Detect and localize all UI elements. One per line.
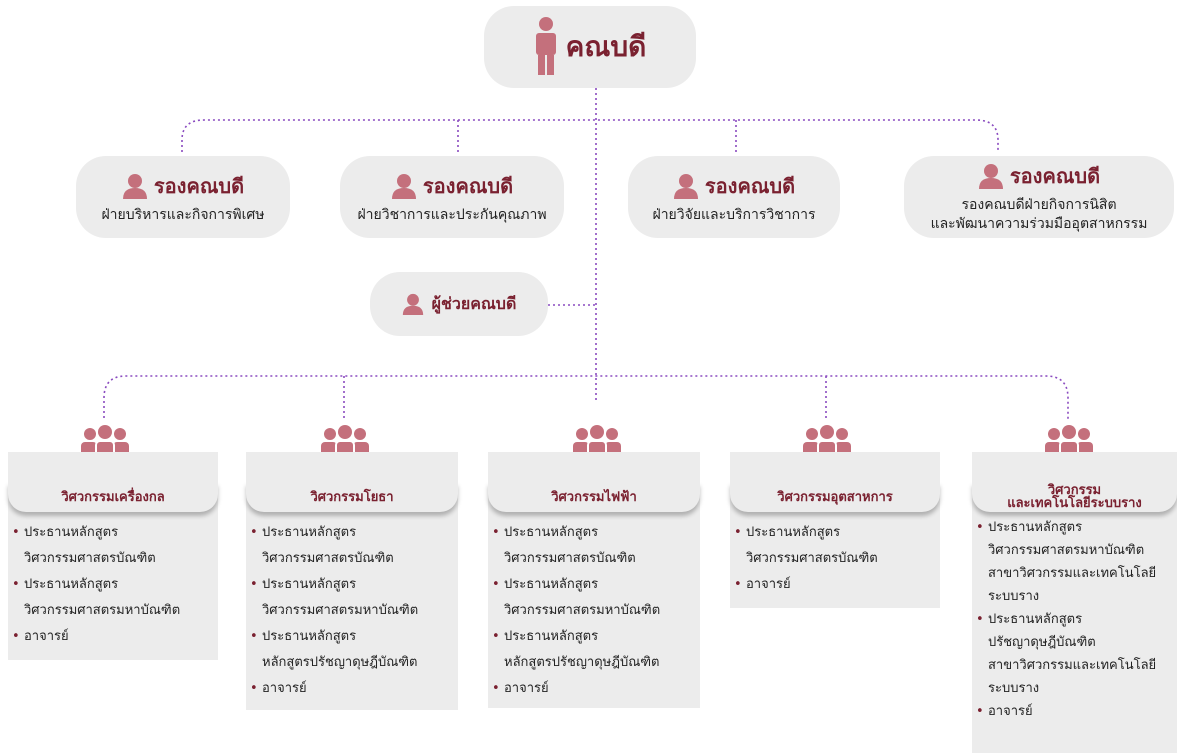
vice-dean-title: รองคณบดี (1009, 164, 1101, 188)
list-item: ประธานหลักสูตร วิศวกรรมศาสตรมหาบัณฑิต (250, 572, 456, 624)
vice-dean-title: รองคณบดี (422, 173, 514, 198)
list-item: ประธานหลักสูตร วิศวกรรมศาสตรบัณฑิต (734, 520, 938, 572)
vice-dean-box: รองคณบดี ฝ่ายวิชาการและประกันคุณภาพ (340, 156, 564, 238)
department-name: วิศวกรรมไฟฟ้า (551, 489, 637, 505)
person-bust-icon (673, 173, 698, 199)
department-name: วิศวกรรม และเทคโนโลยีระบบราง (1007, 483, 1142, 511)
person-bust-icon (978, 164, 1003, 189)
department-role-list: ประธานหลักสูตร วิศวกรรมศาสตรบัณฑิต อาจาร… (734, 520, 938, 598)
person-bust-icon (402, 293, 423, 315)
connector-dept-bus (103, 375, 1069, 420)
list-item: ประธานหลักสูตร วิศวกรรมศาสตรบัณฑิต (12, 520, 216, 572)
department-role-list: ประธานหลักสูตร วิศวกรรมศาสตรบัณฑิต ประธา… (492, 520, 698, 702)
vice-dean-box: รองคณบดี รองคณบดีฝ่ายกิจการนิสิต และพัฒน… (904, 156, 1174, 238)
department-name: วิศวกรรมเครื่องกล (61, 489, 165, 505)
connector-vice-bus (181, 119, 999, 152)
assistant-dean-title: ผู้ช่วยคณบดี (431, 293, 517, 313)
department-role-list: ประธานหลักสูตร วิศวกรรมศาสตรบัณฑิต ประธา… (250, 520, 456, 702)
list-item: อาจารย์ (734, 572, 938, 598)
list-item: ประธานหลักสูตร วิศวกรรมศาสตรบัณฑิต (492, 520, 698, 572)
vice-dean-title: รองคณบดี (153, 173, 245, 198)
list-item: อาจารย์ (976, 700, 1175, 723)
dean-title: คณบดี (565, 30, 647, 63)
department-name: วิศวกรรมอุตสาหการ (777, 489, 893, 505)
list-item: ประธานหลักสูตร ปรัชญาดุษฎีบัณฑิต สาขาวิศ… (976, 608, 1175, 700)
list-item: อาจารย์ (250, 676, 456, 702)
person-bust-icon (391, 173, 416, 199)
list-item: ประธานหลักสูตร วิศวกรรมศาสตรบัณฑิต (250, 520, 456, 572)
vice-dean-subtitle: ฝ่ายบริหารและกิจการพิเศษ (101, 206, 265, 223)
list-item: ประธานหลักสูตร หลักสูตรปรัชญาดุษฎีบัณฑิต (492, 624, 698, 676)
assistant-dean-box: ผู้ช่วยคณบดี (370, 272, 548, 336)
vice-dean-box: รองคณบดี ฝ่ายวิจัยและบริการวิชาการ (628, 156, 840, 238)
department-box: วิศวกรรม และเทคโนโลยีระบบราง ประธานหลักส… (972, 452, 1177, 753)
department-role-list: ประธานหลักสูตร วิศวกรรมศาสตรบัณฑิต ประธา… (12, 520, 216, 650)
vice-dean-title: รองคณบดี (704, 173, 796, 198)
list-item: ประธานหลักสูตร วิศวกรรมศาสตรมหาบัณฑิต สา… (976, 516, 1175, 608)
list-item: อาจารย์ (492, 676, 698, 702)
list-item: ประธานหลักสูตร วิศวกรรมศาสตรมหาบัณฑิต (492, 572, 698, 624)
list-item: ประธานหลักสูตร วิศวกรรมศาสตรมหาบัณฑิต (12, 572, 216, 624)
vice-dean-subtitle: ฝ่ายวิจัยและบริการวิชาการ (652, 206, 816, 223)
list-item: อาจารย์ (12, 624, 216, 650)
department-box: วิศวกรรมเครื่องกล ประธานหลักสูตร วิศวกรร… (8, 452, 218, 660)
vice-dean-box: รองคณบดี ฝ่ายบริหารและกิจการพิเศษ (76, 156, 290, 238)
dean-box: คณบดี (484, 6, 696, 88)
department-box: วิศวกรรมไฟฟ้า ประธานหลักสูตร วิศวกรรมศาส… (488, 452, 700, 708)
department-role-list: ประธานหลักสูตร วิศวกรรมศาสตรมหาบัณฑิต สา… (976, 516, 1175, 723)
department-box: วิศวกรรมโยธา ประธานหลักสูตร วิศวกรรมศาสต… (246, 452, 458, 710)
vice-dean-subtitle: ฝ่ายวิชาการและประกันคุณภาพ (357, 206, 547, 223)
vice-dean-subtitle: รองคณบดีฝ่ายกิจการนิสิต และพัฒนาความร่วม… (930, 197, 1148, 232)
person-standing-icon (535, 17, 556, 75)
person-bust-icon (122, 173, 147, 199)
department-box: วิศวกรรมอุตสาหการ ประธานหลักสูตร วิศวกรร… (730, 452, 940, 608)
department-name: วิศวกรรมโยธา (310, 489, 394, 505)
list-item: ประธานหลักสูตร หลักสูตรปรัชญาดุษฎีบัณฑิต (250, 624, 456, 676)
